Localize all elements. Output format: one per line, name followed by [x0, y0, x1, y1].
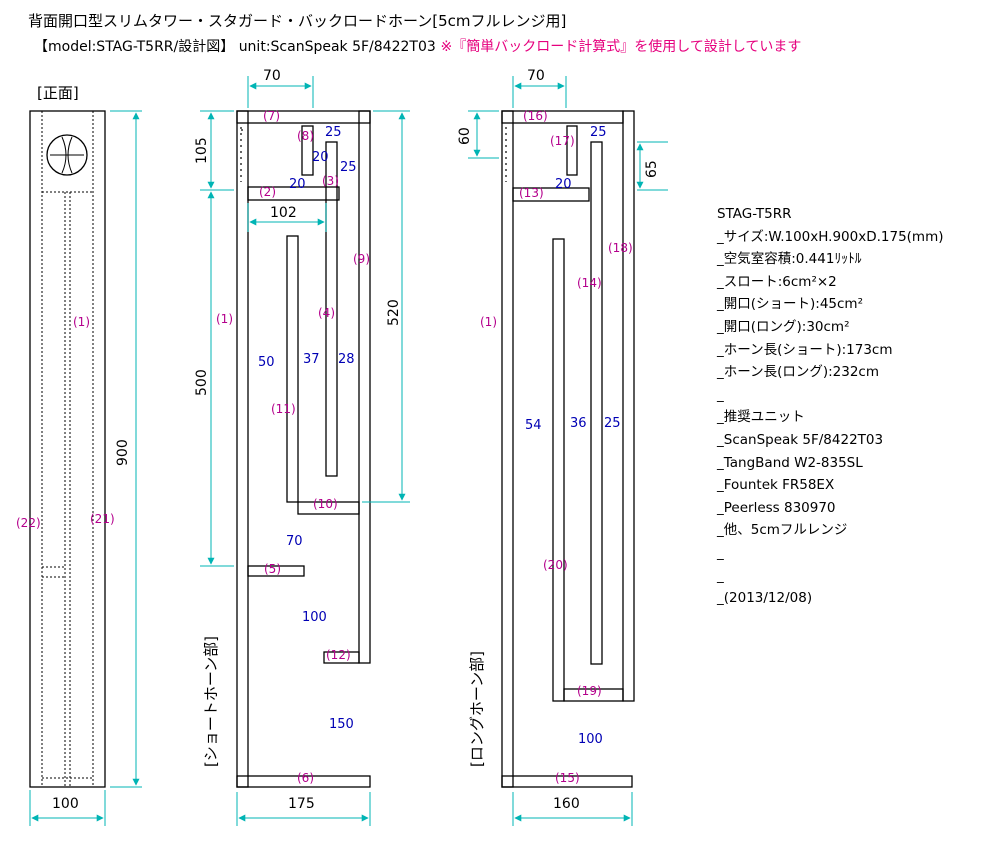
- short-horn-view: [236, 110, 371, 788]
- front-part-21: (21): [90, 512, 115, 526]
- long-part-15: (15): [555, 771, 580, 785]
- short-part-5: (5): [264, 562, 281, 576]
- spec-line: _ホーン長(ロング):232cm: [717, 364, 879, 381]
- short-part-3: (3): [322, 174, 339, 188]
- long-top-dim: 70: [527, 68, 545, 84]
- spec-line: _空気室容積:0.441ﾘｯﾄﾙ: [717, 251, 862, 268]
- short-dim-102: 102: [270, 205, 297, 221]
- long-val-54: 54: [525, 418, 542, 433]
- short-dim-105: 105: [194, 137, 210, 164]
- front-part-1: (1): [73, 315, 90, 329]
- spec-line: _Fountek FR58EX: [717, 477, 835, 494]
- front-height-dim: 900: [115, 439, 131, 466]
- long-val-25b: 25: [604, 416, 621, 431]
- spec-line: _ホーン長(ショート):173cm: [717, 341, 893, 358]
- design-note: ※『簡単バックロード計算式』を使用して設計しています: [440, 39, 802, 55]
- spec-panel: STAG-T5RR _サイズ:W.100xH.900xD.175(mm) _空気…: [717, 203, 944, 610]
- spec-line: _: [717, 544, 724, 561]
- long-vertical-label: [ロングホーン部]: [468, 651, 486, 767]
- short-part-8: (8): [297, 129, 314, 143]
- short-val-150: 150: [329, 717, 354, 732]
- short-part-12: (12): [326, 648, 351, 662]
- long-val-20: 20: [555, 177, 572, 192]
- short-part-1: (1): [216, 312, 233, 326]
- short-val-25b: 25: [340, 160, 357, 175]
- page-title: 背面開口型スリムタワー・スタガード・バックロードホーン[5cmフルレンジ用]: [28, 12, 567, 30]
- long-horn-view: [501, 110, 635, 788]
- spec-line: _推奨ユニット: [717, 409, 805, 426]
- spec-line: _開口(ショート):45cm²: [717, 296, 863, 313]
- spec-line: _ScanSpeak 5F/8422T03: [717, 431, 884, 448]
- short-top-dim: 70: [263, 68, 281, 84]
- spec-line: _: [717, 386, 724, 403]
- long-dim-60: 60: [457, 127, 473, 145]
- front-view: [29, 110, 106, 788]
- short-part-7: (7): [263, 109, 280, 123]
- short-dim-520: 520: [386, 299, 402, 326]
- short-val-20a: 20: [312, 150, 329, 165]
- short-dim-500: 500: [194, 369, 210, 396]
- long-dim-65: 65: [644, 160, 660, 178]
- short-val-70: 70: [286, 534, 303, 549]
- front-width-dim: 100: [52, 796, 79, 812]
- long-part-14: (14): [577, 276, 602, 290]
- long-part-1: (1): [480, 315, 497, 329]
- long-part-20: (20): [543, 558, 568, 572]
- model-line: 【model:STAG-T5RR/設計図】 unit:ScanSpeak 5F/…: [34, 36, 801, 56]
- spec-line: _開口(ロング):30cm²: [717, 318, 850, 335]
- front-part-22: (22): [16, 516, 41, 530]
- short-part-10: (10): [313, 497, 338, 511]
- short-val-50: 50: [258, 355, 275, 370]
- short-val-28: 28: [338, 352, 355, 367]
- short-val-37: 37: [303, 352, 320, 367]
- short-vertical-label: [ショートホーン部]: [202, 636, 220, 767]
- short-val-25a: 25: [325, 125, 342, 140]
- spec-line: _: [717, 567, 724, 584]
- long-bottom-dim: 160: [553, 796, 580, 812]
- spec-line: _他、5cmフルレンジ: [717, 522, 848, 539]
- short-part-11: (11): [271, 402, 296, 416]
- spec-line: _(2013/12/08): [717, 590, 813, 607]
- short-part-2: (2): [259, 185, 276, 199]
- short-part-6: (6): [297, 771, 314, 785]
- spec-line: _スロート:6cm²×2: [717, 273, 837, 290]
- long-val-25a: 25: [590, 125, 607, 140]
- long-val-36: 36: [570, 416, 587, 431]
- spec-line: _サイズ:W.100xH.900xD.175(mm): [717, 228, 944, 245]
- spec-line: _Peerless 830970: [717, 499, 836, 516]
- short-val-20b: 20: [289, 177, 306, 192]
- long-part-16: (16): [523, 109, 548, 123]
- long-part-19: (19): [577, 684, 602, 698]
- long-part-17: (17): [550, 134, 575, 148]
- short-part-9: (9): [353, 252, 370, 266]
- spec-line: _TangBand W2-835SL: [717, 454, 863, 471]
- short-bottom-dim: 175: [288, 796, 315, 812]
- long-part-18: (18): [608, 241, 633, 255]
- short-part-4: (4): [318, 306, 335, 320]
- short-val-100: 100: [302, 610, 327, 625]
- front-label: [正面]: [37, 84, 79, 102]
- long-val-100: 100: [578, 732, 603, 747]
- model-text: 【model:STAG-T5RR/設計図】 unit:ScanSpeak 5F/…: [34, 39, 436, 55]
- spec-line: STAG-T5RR: [717, 206, 792, 222]
- long-part-13: (13): [519, 186, 544, 200]
